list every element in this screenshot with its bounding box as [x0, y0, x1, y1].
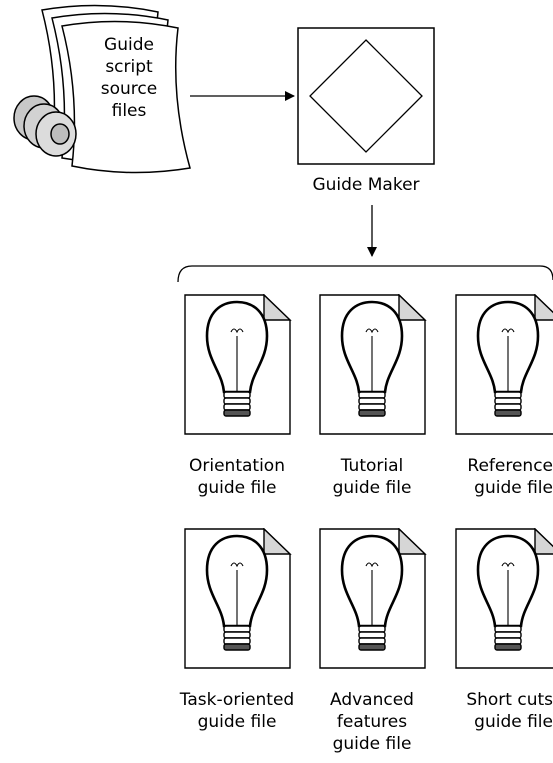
output-guide-label-line: guide file: [172, 477, 302, 499]
output-guide-label-line: Advanced: [307, 689, 437, 711]
lightbulb-document-icon: [184, 294, 292, 436]
lightbulb-document-icon: [455, 294, 553, 436]
output-guide-label-line: Task-oriented: [172, 689, 302, 711]
output-guide-label-line: guide file: [423, 477, 553, 499]
lightbulb-document-icon: [319, 528, 427, 670]
output-guide-label-line: Orientation: [172, 455, 302, 477]
output-guide-label-line: guide file: [307, 477, 437, 499]
output-guide-label-line: guide file: [423, 711, 553, 733]
output-guide-label-line: guide file: [307, 733, 437, 755]
diamond-box-icon: [298, 28, 434, 164]
output-guide-label-line: features: [307, 711, 437, 733]
output-bracket: [178, 266, 553, 282]
guide-maker-label: Guide Maker: [296, 174, 436, 196]
output-guide-label-line: Tutorial: [307, 455, 437, 477]
output-guide-label-line: Short cuts: [423, 689, 553, 711]
lightbulb-document-icon: [455, 528, 553, 670]
source-label: Guide script source files: [84, 34, 174, 122]
output-guide-label-line: guide file: [172, 711, 302, 733]
lightbulb-document-icon: [184, 528, 292, 670]
lightbulb-document-icon: [319, 294, 427, 436]
output-guide-label-line: Reference: [423, 455, 553, 477]
